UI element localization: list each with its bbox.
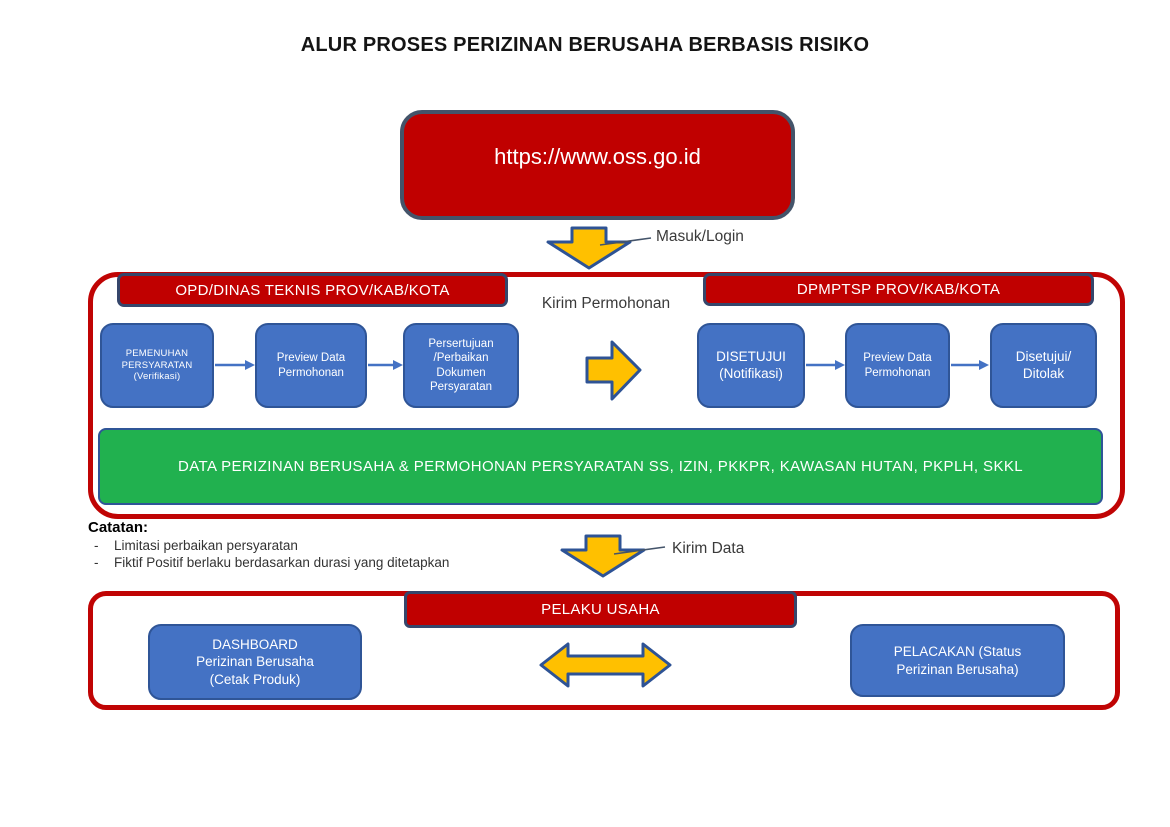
step-persetujuan-perbaikan: Persertujuan /Perbaikan Dokumen Persyara… — [403, 323, 519, 408]
masuk-login-label: Masuk/Login — [656, 228, 744, 245]
pelaku-usaha-header: PELAKU USAHA — [404, 591, 797, 628]
bullet-dash: - — [94, 555, 99, 570]
data-perizinan-banner: DATA PERIZINAN BERUSAHA & PERMOHONAN PER… — [98, 428, 1103, 505]
oss-url-box: https://www.oss.go.id — [400, 110, 795, 220]
dashboard-box: DASHBOARD Perizinan Berusaha (Cetak Prod… — [148, 624, 362, 700]
kirim-data-callout-line — [613, 546, 666, 555]
kirim-data-label: Kirim Data — [672, 540, 745, 557]
catatan-note: - Limitasi perbaikan persyaratan — [88, 538, 628, 553]
masuk-login-down-arrow-icon — [546, 226, 632, 270]
step-pemenuhan-persyaratan: PEMENUHAN PERSYARATAN (Verifikasi) — [100, 323, 214, 408]
step-disetujui-ditolak: Disetujui/ Ditolak — [990, 323, 1097, 408]
connector-arrow-icon — [806, 360, 845, 370]
masuk-login-callout-line — [599, 237, 652, 246]
catatan-block: Catatan: - Limitasi perbaikan persyarata… — [88, 519, 628, 570]
step-preview-data-right: Preview Data Permohonan — [845, 323, 950, 408]
kirim-permohonan-label: Kirim Permohonan — [541, 295, 671, 312]
pelaku-usaha-container: PELAKU USAHA DASHBOARD Perizinan Berusah… — [88, 591, 1120, 710]
bullet-dash: - — [94, 538, 99, 553]
pelacakan-box: PELACAKAN (Status Perizinan Berusaha) — [850, 624, 1065, 697]
step-preview-data-left: Preview Data Permohonan — [255, 323, 367, 408]
catatan-heading: Catatan: — [88, 519, 149, 536]
catatan-note: - Fiktif Positif berlaku berdasarkan dur… — [88, 555, 628, 570]
agency-flow-container: OPD/DINAS TEKNIS PROV/KAB/KOTA DPMPTSP P… — [88, 272, 1125, 519]
oss-url-label: https://www.oss.go.id — [494, 144, 701, 169]
connector-arrow-icon — [368, 360, 403, 370]
connector-arrow-icon — [951, 360, 989, 370]
page-title: ALUR PROSES PERIZINAN BERUSAHA BERBASIS … — [300, 34, 870, 56]
sync-double-arrow-icon — [539, 642, 672, 688]
dpmptsp-header: DPMPTSP PROV/KAB/KOTA — [703, 273, 1094, 306]
kirim-data-down-arrow-icon — [560, 534, 646, 578]
step-disetujui-notifikasi: DISETUJUI (Notifikasi) — [697, 323, 805, 408]
kirim-permohonan-right-arrow-icon — [585, 340, 642, 401]
connector-arrow-icon — [215, 360, 255, 370]
opd-header: OPD/DINAS TEKNIS PROV/KAB/KOTA — [117, 273, 508, 307]
